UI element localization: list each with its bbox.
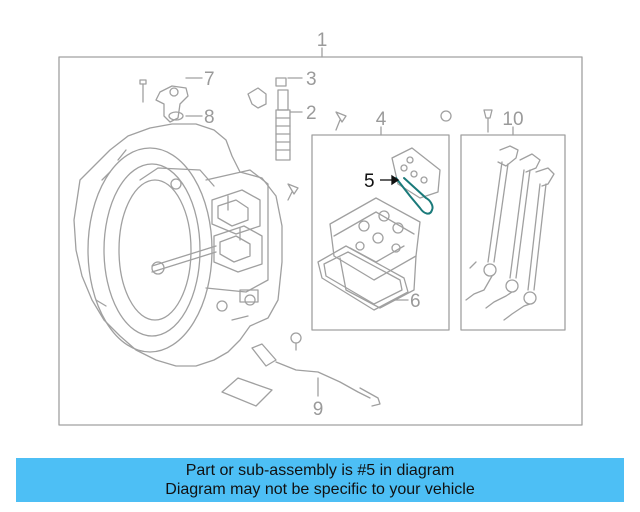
callout-4: 4 <box>376 109 387 130</box>
part-3-clip <box>247 77 303 109</box>
label-plate <box>221 377 273 407</box>
part-7-bracket <box>139 77 203 123</box>
part-5-plate <box>391 147 441 199</box>
callout-8: 8 <box>204 107 215 128</box>
callout-10: 10 <box>502 109 523 130</box>
callout-2: 2 <box>306 103 317 124</box>
banner-line-1: Part or sub-assembly is #5 in diagram <box>185 462 455 479</box>
part-5-tube-highlighted <box>395 177 434 215</box>
banner-line-2: Diagram may not be specific to your vehi… <box>165 481 475 498</box>
part-2-sensor <box>275 89 303 161</box>
callout-3: 3 <box>306 69 317 90</box>
outer-frame <box>58 56 583 426</box>
part-10-lines <box>465 145 555 321</box>
part-9-cable <box>251 343 381 407</box>
callout-7: 7 <box>204 69 215 90</box>
parts-diagram: 1 2 3 4 5 6 7 8 9 10 <box>58 30 583 426</box>
info-banner: Part or sub-assembly is #5 in diagram Di… <box>16 458 624 502</box>
callout-5: 5 <box>364 171 375 192</box>
transmission-housing <box>73 123 283 367</box>
subframe-10 <box>460 134 566 331</box>
bolts <box>287 109 493 351</box>
part-6-gasket <box>317 245 409 311</box>
callout-5-leader <box>380 174 400 186</box>
callout-9: 9 <box>313 399 324 420</box>
callout-1: 1 <box>317 30 328 51</box>
callout-6: 6 <box>410 291 421 312</box>
part-8-washer <box>168 111 203 121</box>
